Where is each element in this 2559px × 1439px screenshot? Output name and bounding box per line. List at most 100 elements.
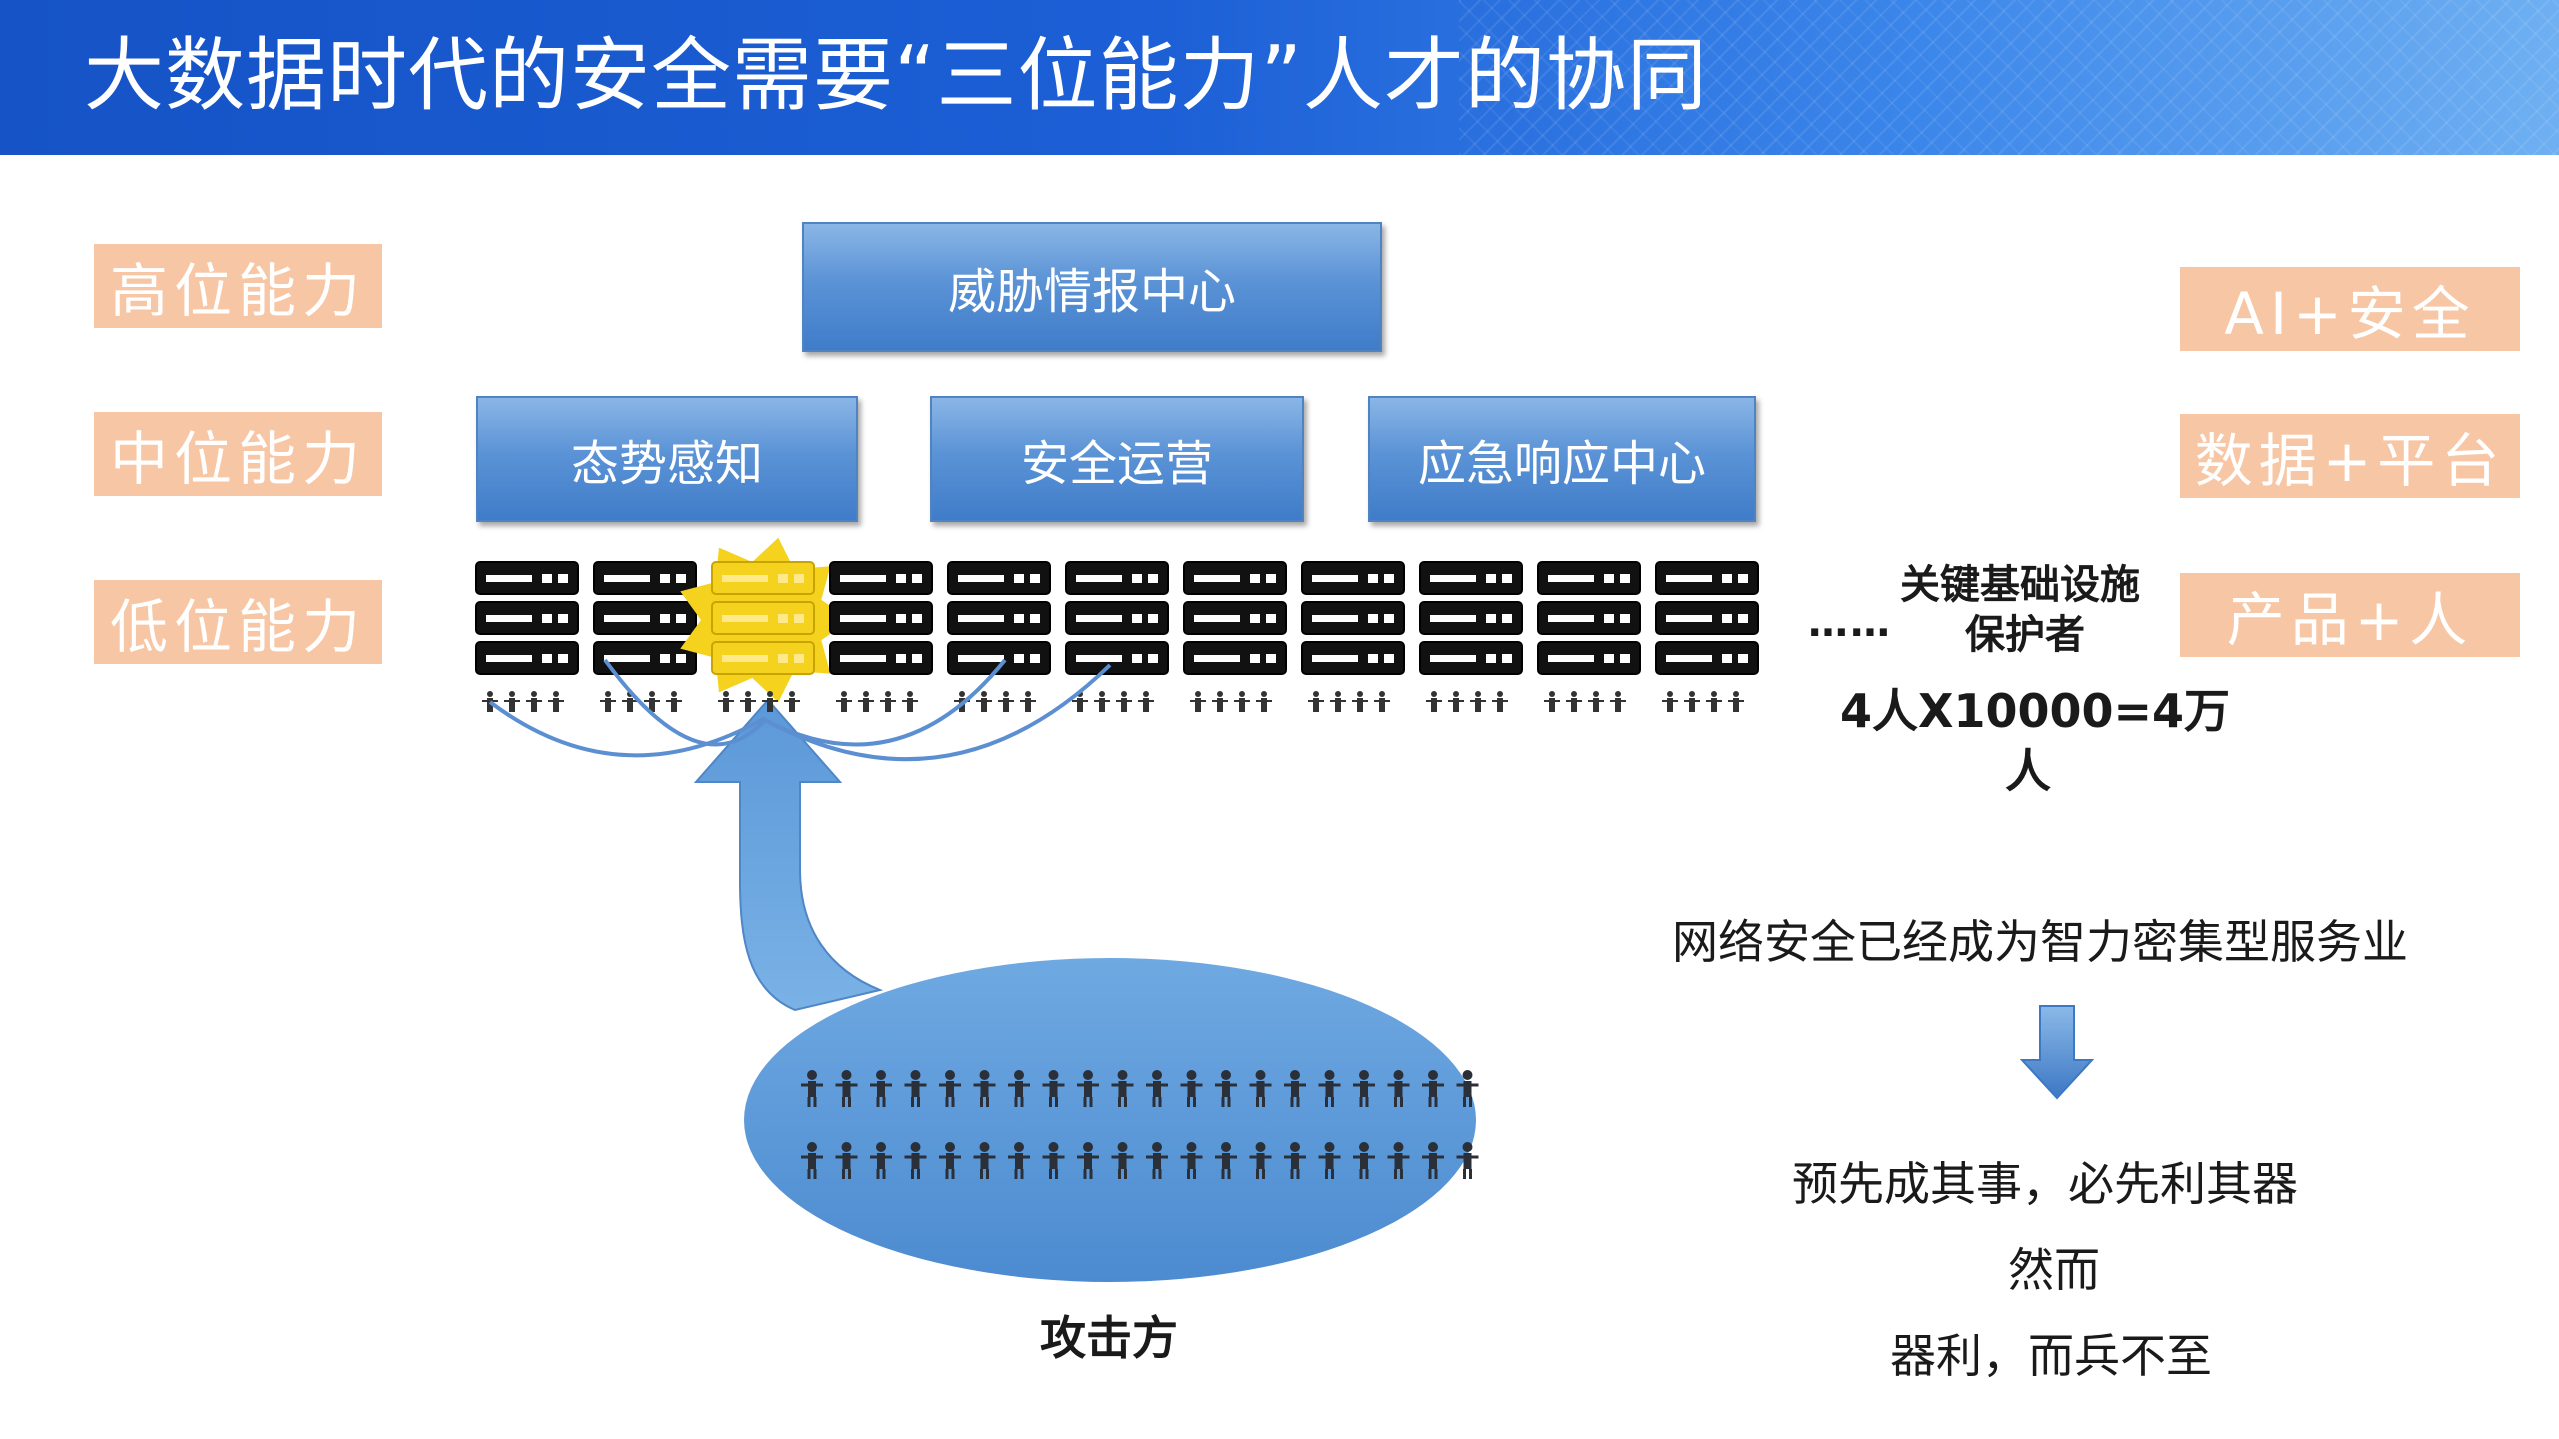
infra-label-line2: 保护者: [1965, 612, 2085, 658]
person-body: [1195, 698, 1201, 712]
server-slot: [1312, 615, 1358, 622]
torso: [1463, 1153, 1472, 1169]
torso: [1394, 1153, 1403, 1169]
person-body: [767, 698, 773, 712]
head: [910, 1142, 921, 1152]
attacker-person-icon: [1111, 1142, 1134, 1179]
attacker-person-icon: [1422, 1070, 1444, 1107]
server-led: [1722, 574, 1732, 583]
head: [841, 1142, 852, 1152]
head: [1393, 1142, 1404, 1152]
server-led: [542, 654, 552, 663]
server-rack-icon: [1655, 561, 1759, 712]
person-body: [1453, 698, 1459, 712]
server-rack-icon: [947, 561, 1051, 712]
server-led: [1250, 614, 1260, 623]
person-icon: [605, 691, 611, 697]
head: [1152, 1142, 1162, 1152]
head: [1290, 1070, 1300, 1080]
server-led: [1738, 614, 1748, 623]
server-slot: [1430, 575, 1476, 582]
emergency-response-box: 应急响应中心: [1368, 396, 1756, 522]
server-slot: [1076, 615, 1122, 622]
torso: [1429, 1081, 1437, 1097]
person-icon: [767, 691, 773, 697]
security-operations-box: 安全运营: [930, 396, 1304, 522]
person-body: [553, 698, 559, 712]
server-led: [1014, 574, 1024, 583]
person-icon: [487, 691, 493, 697]
server-led: [542, 574, 552, 583]
server-led: [676, 614, 686, 623]
person-icon: [863, 691, 869, 697]
server-led: [1148, 654, 1158, 663]
server-rack-icon: [593, 561, 697, 712]
person-icon: [1571, 691, 1577, 697]
server-led: [1502, 654, 1512, 663]
torso: [946, 1153, 954, 1169]
server-led: [1738, 654, 1748, 663]
banner-texture: [1459, 0, 2559, 155]
torso: [980, 1153, 989, 1169]
spread-arc: [603, 658, 767, 747]
torso: [1084, 1153, 1092, 1169]
attacker-person-icon: [1387, 1070, 1410, 1107]
server-rack-icon: [1183, 561, 1287, 712]
head: [1359, 1142, 1369, 1152]
person-icon: [1615, 691, 1621, 697]
infra-label-line1: 关键基础设施: [1900, 562, 2140, 608]
attacker-person-icon: [1215, 1070, 1237, 1107]
person-body: [649, 698, 655, 712]
head: [979, 1070, 990, 1080]
person-body: [1615, 698, 1621, 712]
server-slot: [486, 575, 532, 582]
head: [1152, 1070, 1162, 1080]
server-led: [1368, 574, 1378, 583]
server-led: [1148, 614, 1158, 623]
server-led: [896, 654, 906, 663]
attacker-person-icon: [939, 1142, 961, 1179]
torso: [1049, 1153, 1058, 1169]
attacker-person-icon: [1353, 1142, 1375, 1179]
person-icon: [885, 691, 891, 697]
server-slot: [1666, 615, 1712, 622]
attacker-person-icon: [1215, 1142, 1237, 1179]
person-icon: [649, 691, 655, 697]
head: [1324, 1142, 1335, 1152]
torso: [1429, 1153, 1437, 1169]
attacker-person-icon: [1353, 1070, 1375, 1107]
attacker-person-icon: [1077, 1142, 1099, 1179]
attacker-person-icon: [939, 1070, 961, 1107]
head: [1083, 1070, 1093, 1080]
head: [1117, 1070, 1128, 1080]
attacker-person-icon: [1284, 1142, 1306, 1179]
head: [1014, 1070, 1024, 1080]
head: [979, 1142, 990, 1152]
person-icon: [1711, 691, 1717, 697]
attacker-person-icon: [1249, 1070, 1272, 1107]
attacker-person-icon: [1456, 1070, 1479, 1107]
server-slot: [1430, 615, 1476, 622]
server-led: [794, 574, 804, 583]
torso: [1222, 1081, 1230, 1097]
torso: [1360, 1153, 1368, 1169]
server-slot: [1312, 655, 1358, 662]
head: [876, 1070, 886, 1080]
head: [1428, 1142, 1438, 1152]
attacker-person-icon: [1180, 1142, 1203, 1179]
person-body: [1431, 698, 1437, 712]
head: [945, 1070, 955, 1080]
server-led: [1620, 654, 1630, 663]
head: [1324, 1070, 1335, 1080]
person-icon: [1025, 691, 1031, 697]
person-body: [1357, 698, 1363, 712]
torso: [1291, 1153, 1299, 1169]
head: [1393, 1070, 1404, 1080]
person-icon: [1335, 691, 1341, 697]
attacker-person-icon: [1146, 1070, 1168, 1107]
down-arrow-icon: [2019, 1005, 2095, 1100]
person-icon: [1667, 691, 1673, 697]
server-led: [912, 574, 922, 583]
person-icon: [1379, 691, 1385, 697]
